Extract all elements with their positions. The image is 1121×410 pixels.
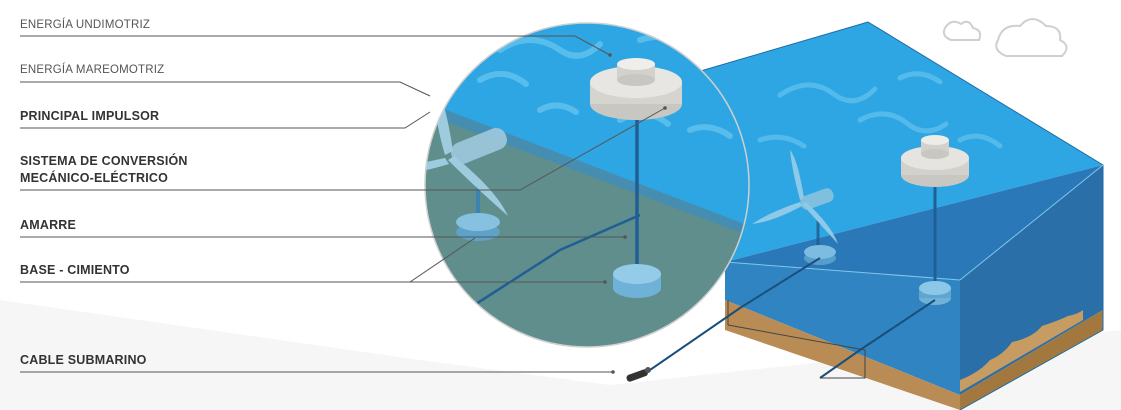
wave-buoy-large — [590, 58, 682, 298]
wave-buoy — [901, 135, 969, 305]
label-cable-submarino: CABLE SUBMARINO — [20, 353, 147, 367]
tidal-turbine-small — [752, 150, 838, 265]
leader-lines — [20, 35, 666, 373]
label-amarre: AMARRE — [20, 218, 77, 232]
label-base-cimiento: BASE - CIMIENTO — [20, 263, 130, 277]
label-principal-impulsor: PRINCIPAL IMPULSOR — [20, 109, 160, 123]
label-sistema-conversion-line1: SISTEMA DE CONVERSIÓN — [20, 154, 188, 168]
magnifier-circle — [425, 23, 749, 347]
label-energia-undimotriz: ENERGÍA UNDIMOTRIZ — [20, 19, 151, 31]
label-energia-mareomotriz: ENERGÍA MAREOMOTRIZ — [20, 64, 165, 76]
cloud-icon — [942, 18, 1068, 57]
water-right-face — [960, 165, 1103, 395]
floor-shadow — [0, 300, 1121, 410]
seabed-right — [960, 310, 1103, 410]
label-sistema-conversion-line2: MECÁNICO-ELÉCTRICO — [20, 171, 169, 185]
cable-connector-icon — [626, 367, 651, 382]
seabed-front — [725, 300, 960, 410]
water-front-face — [725, 262, 960, 395]
